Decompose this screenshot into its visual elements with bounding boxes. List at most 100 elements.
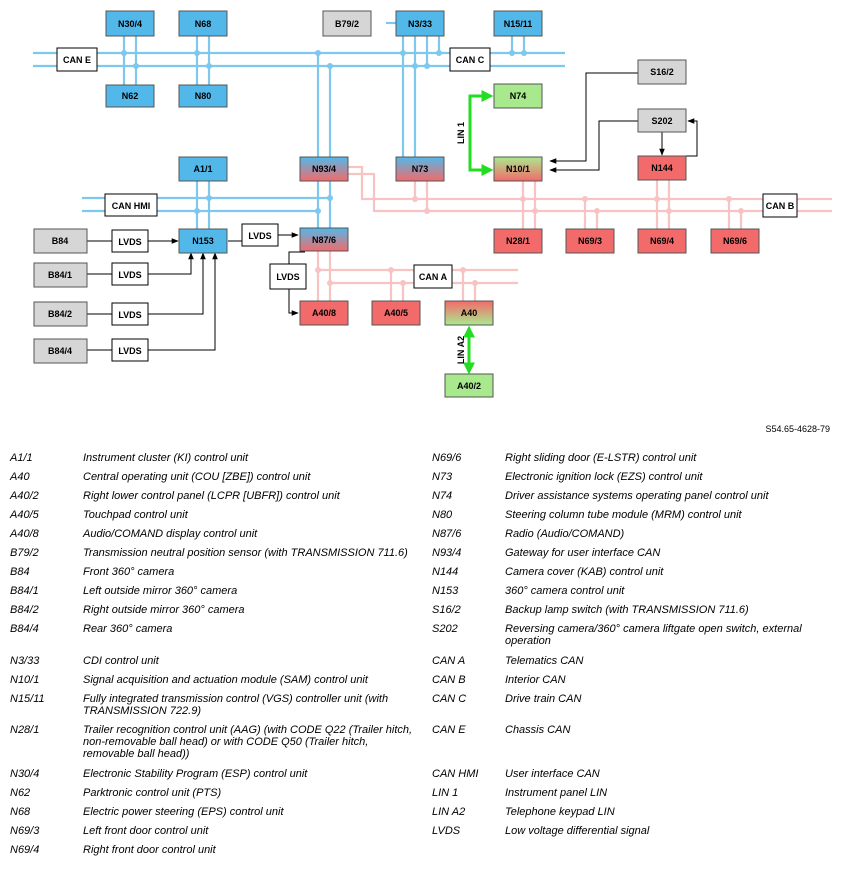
legend-desc: Electric power steering (EPS) control un… — [83, 806, 284, 818]
legend-code: B84/4 — [10, 623, 39, 635]
unit-s202-label: S202 — [651, 116, 672, 126]
legend-code: LVDS — [432, 825, 461, 837]
legend-desc: Audio/COMAND display control unit — [83, 528, 258, 540]
legend-code: N74 — [432, 490, 453, 502]
legend-code: CAN HMI — [432, 768, 479, 780]
unit-n10-1-label: N10/1 — [506, 164, 530, 174]
unit-n69-4-label: N69/4 — [650, 236, 674, 246]
bus-nodes-pink — [315, 196, 744, 286]
can-c-label: CAN C — [456, 55, 485, 65]
legend-desc: Fully integrated transmission control (V… — [83, 693, 389, 717]
unit-n93-4-label: N93/4 — [312, 164, 336, 174]
network-topology-diagram: CAN E CAN C CAN HMI CAN B CAN A LVDS LVD… — [33, 10, 832, 398]
legend-code: CAN A — [432, 655, 466, 667]
legend-desc: Low voltage differential signal — [505, 825, 650, 837]
unit-n3-33-label: N3/33 — [408, 19, 432, 29]
unit-s16-2-box — [637, 59, 687, 85]
unit-a40-5-label: A40/5 — [384, 308, 408, 318]
legend-code: N28/1 — [10, 724, 40, 736]
unit-a40-8-box — [299, 300, 349, 326]
unit-a40-5-box — [371, 300, 421, 326]
legend-code: B79/2 — [10, 547, 39, 559]
legend-code: CAN B — [432, 674, 466, 686]
legend-code: A40/2 — [10, 490, 39, 502]
legend-row: CAN HMI User interface CAN — [432, 768, 832, 787]
legend-code: N73 — [432, 471, 453, 483]
lin-a2-label: LIN A2 — [456, 336, 466, 364]
unit-n93-4-box — [299, 156, 349, 182]
legend-code: A40/8 — [10, 528, 39, 540]
legend-desc: Left outside mirror 360° camera — [83, 585, 238, 597]
unit-n69-3-box — [565, 228, 615, 254]
legend-row: N15/11 Fully integrated transmission cont… — [10, 693, 415, 724]
legend-desc: Radio (Audio/COMAND) — [505, 528, 625, 540]
legend-desc: Driver assistance systems operating pane… — [505, 490, 769, 502]
legend-desc: Signal acquisition and actuation module … — [83, 674, 368, 686]
legend-desc: Right outside mirror 360° camera — [83, 604, 245, 616]
legend-code: A40 — [10, 471, 30, 483]
legend-code: N69/4 — [10, 844, 40, 856]
can-b-label: CAN B — [766, 201, 795, 211]
legend-desc: Drive train CAN — [505, 693, 582, 705]
legend-desc: Transmission neutral position sensor (wi… — [83, 547, 408, 559]
legend-code: N153 — [432, 585, 459, 597]
legend-row: CAN B Interior CAN — [432, 674, 832, 693]
unit-n74-label: N74 — [510, 91, 527, 101]
figure-reference: S54.65-4628-79 — [765, 424, 830, 434]
legend-code: N15/11 — [10, 693, 45, 705]
legend-code: N69/3 — [10, 825, 40, 837]
unit-b84-label: B84 — [52, 236, 69, 246]
unit-s202-box — [637, 108, 687, 133]
unit-a40-box — [444, 300, 494, 326]
legend-row: B79/2 Transmission neutral position senso… — [10, 547, 415, 566]
unit-n73-box — [395, 156, 445, 182]
legend-desc: 360° camera control unit — [505, 585, 625, 597]
unit-n153-label: N153 — [192, 236, 214, 246]
unit-n28-1-label: N28/1 — [506, 236, 530, 246]
unit-n153-box — [178, 228, 228, 254]
unit-n144-box — [637, 155, 687, 181]
legend-code: A1/1 — [10, 452, 33, 464]
unit-n10-1-box — [493, 156, 543, 182]
lvds-label-b84-1: LVDS — [118, 270, 141, 280]
legend-desc: Electronic Stability Program (ESP) contr… — [83, 768, 308, 780]
unit-n15-11-box — [493, 10, 543, 37]
legend-code: A40/5 — [10, 509, 39, 521]
legend-desc: User interface CAN — [505, 768, 600, 780]
unit-n80-label: N80 — [195, 91, 212, 101]
legend-desc: Right front door control unit — [83, 844, 216, 856]
lvds-label-n153-n87: LVDS — [248, 231, 271, 241]
legend-desc: Instrument cluster (KI) control unit — [83, 452, 249, 464]
unit-b84-4-box — [33, 338, 88, 364]
legend-desc: Interior CAN — [505, 674, 566, 686]
legend-code: LIN A2 — [432, 806, 466, 818]
legend-row: LVDS Low voltage differential signal — [432, 825, 832, 844]
legend-code: N144 — [432, 566, 459, 578]
legend-desc: Telephone keypad LIN — [505, 806, 615, 818]
unit-n69-6-box — [710, 228, 760, 254]
legend-code: N80 — [432, 509, 453, 521]
unit-a40-label: A40 — [461, 308, 478, 318]
legend-row: A40/8 Audio/COMAND display control unit — [10, 528, 415, 547]
legend-desc: Front 360° camera — [83, 566, 175, 578]
legend-row: N153 360° camera control unit — [432, 585, 832, 604]
unit-n74-box — [493, 83, 543, 109]
legend-code: S202 — [432, 623, 458, 635]
legend-code: CAN C — [432, 693, 467, 705]
legend-row: CAN C Drive train CAN — [432, 693, 832, 724]
unit-n30-4-label: N30/4 — [118, 19, 142, 29]
legend-row: LIN A2 Telephone keypad LIN — [432, 806, 832, 825]
lvds-label-n87-a40-8: LVDS — [276, 272, 299, 282]
legend-desc: Trailer recognition control unit (AAG) (… — [83, 724, 413, 760]
signal-wires — [87, 72, 698, 351]
legend-desc: Instrument panel LIN — [505, 787, 608, 799]
